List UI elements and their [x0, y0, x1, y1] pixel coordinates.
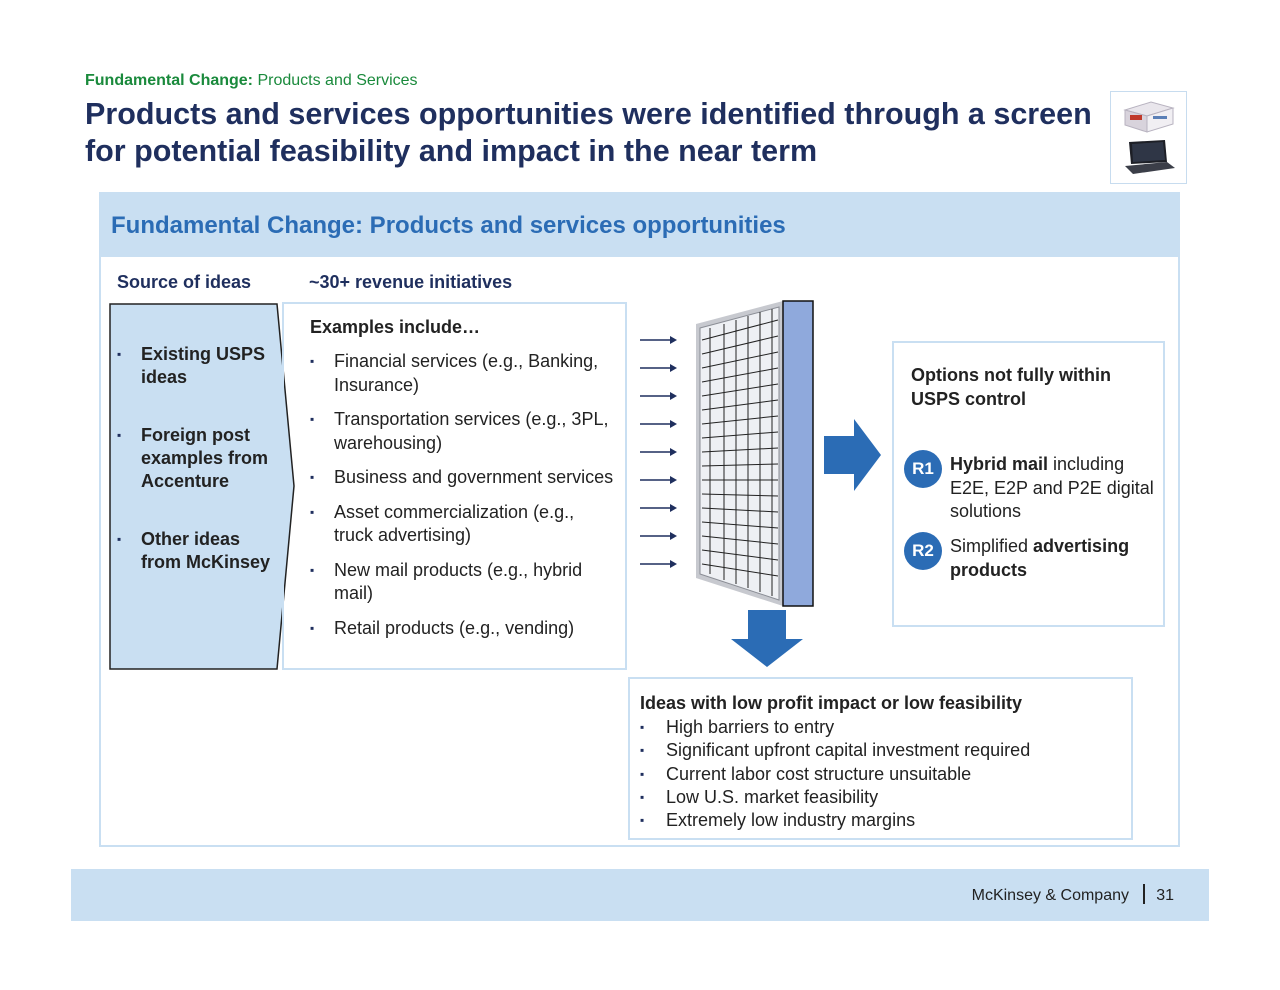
- source-list: Existing USPS ideas Foreign post example…: [117, 343, 277, 609]
- right-arrow-icon: [824, 419, 881, 491]
- initiatives-heading: ~30+ revenue initiatives: [309, 272, 513, 292]
- option-bold: Hybrid mail: [950, 454, 1049, 474]
- list-item: High barriers to entry: [640, 716, 1120, 740]
- option-text: Simplified advertising products: [950, 535, 1155, 582]
- option-rest: including E2E, E2P and P2E digital solut…: [950, 454, 1154, 521]
- footer-brand: McKinsey & Company: [971, 887, 1129, 904]
- page-title: Products and services opportunities were…: [85, 97, 1092, 168]
- tracker-rest: Products and Services: [253, 72, 418, 89]
- list-item: Retail products (e.g., vending): [310, 617, 615, 641]
- low-impact-box: Ideas with low profit impact or low feas…: [628, 677, 1133, 840]
- examples-list: Financial services (e.g., Banking, Insur…: [310, 350, 615, 651]
- tracker: Fundamental Change: Products and Service…: [85, 72, 418, 90]
- list-item: Transportation services (e.g., 3PL, ware…: [310, 408, 615, 455]
- source-heading: Source of ideas: [117, 272, 252, 292]
- page-number: 31: [1156, 887, 1174, 904]
- options-box: Options not fully within USPS control R1…: [892, 341, 1165, 627]
- list-item: Low U.S. market feasibility: [640, 786, 1120, 810]
- list-item: Business and government services: [310, 466, 615, 490]
- tracker-bold: Fundamental Change:: [85, 72, 254, 89]
- option-rest: Simplified: [950, 536, 1034, 556]
- panel-title: Fundamental Change: Products and service…: [111, 212, 786, 239]
- list-item: Current labor cost structure unsuitable: [640, 763, 1120, 787]
- option-bold: advertising products: [950, 536, 1130, 580]
- footer-bar: McKinsey & Company 31: [71, 869, 1209, 921]
- low-impact-list: High barriers to entry Significant upfro…: [640, 716, 1120, 833]
- examples-title: Examples include…: [310, 317, 481, 337]
- list-item: Asset commercialization (e.g., truck adv…: [310, 501, 615, 548]
- low-impact-title: Ideas with low profit impact or low feas…: [640, 693, 1023, 713]
- list-item: Foreign post examples from Accenture: [117, 424, 277, 493]
- list-item: Financial services (e.g., Banking, Insur…: [310, 350, 615, 397]
- options-title: Options not fully within USPS control: [911, 365, 1111, 409]
- examples-box: Examples include… Financial services (e.…: [282, 302, 627, 670]
- panel-header: Fundamental Change: Products and service…: [101, 194, 1178, 257]
- r1-badge: R1: [904, 450, 942, 488]
- package-thumbnail: [1123, 101, 1175, 133]
- list-item: Existing USPS ideas: [117, 343, 277, 389]
- option-text: Hybrid mail including E2E, E2P and P2E d…: [950, 453, 1155, 524]
- r2-badge: R2: [904, 532, 942, 570]
- laptop-thumbnail: [1125, 140, 1175, 174]
- down-arrow-icon: [731, 610, 803, 667]
- list-item: Other ideas from McKinsey: [117, 528, 277, 574]
- list-item: New mail products (e.g., hybrid mail): [310, 559, 615, 606]
- list-item: Significant upfront capital investment r…: [640, 739, 1120, 763]
- list-item: Extremely low industry margins: [640, 809, 1120, 833]
- footer-divider: [1143, 884, 1145, 904]
- screen-filter-icon: [640, 300, 814, 607]
- thumbnail-frame: [1110, 91, 1187, 184]
